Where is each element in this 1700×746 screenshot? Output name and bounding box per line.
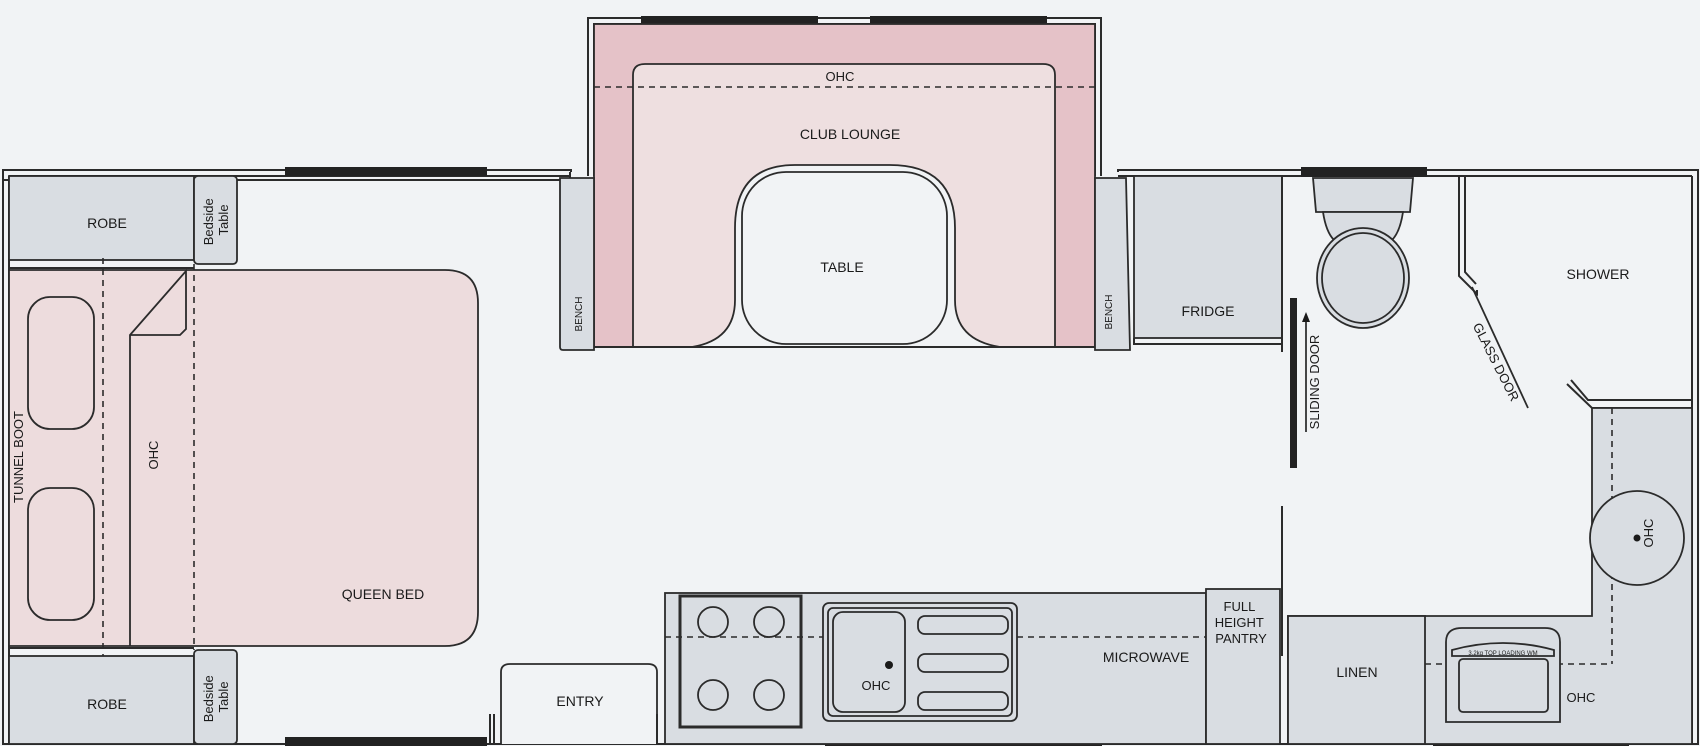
washing-machine-label: 3.2kg TOP LOADING WM <box>1468 651 1537 657</box>
bathroom <box>1287 176 1693 745</box>
pantry-line2: HEIGHT <box>1215 615 1264 630</box>
robe-top-label: ROBE <box>87 215 127 231</box>
bench-right <box>1094 177 1131 351</box>
drainer-rib <box>917 615 1009 635</box>
bedside-bottom-line1: Bedside <box>201 675 216 722</box>
bedside-table-bottom <box>193 649 238 745</box>
labels: ROBE ROBE Bedside Table Bedside Table TU… <box>11 69 1656 722</box>
pillow <box>27 487 95 621</box>
window <box>1301 167 1427 177</box>
table-label: TABLE <box>820 259 863 275</box>
dining-table <box>741 171 948 345</box>
bedside-table-top <box>193 175 238 265</box>
entry-label: ENTRY <box>556 693 604 709</box>
linen-label: LINEN <box>1336 664 1377 680</box>
fridge-area <box>1133 175 1310 656</box>
ohc-laundry-label: OHC <box>1567 690 1596 705</box>
ohc-lounge-label: OHC <box>826 69 855 84</box>
queen-bed <box>8 269 479 647</box>
cooktop <box>678 594 803 729</box>
shower-label: SHOWER <box>1567 266 1630 282</box>
ohc-bed-label: OHC <box>146 441 161 470</box>
ohc-bathroom-label: OHC <box>1641 519 1656 548</box>
pillow <box>27 296 95 430</box>
window <box>641 16 818 26</box>
microwave-label: MICROWAVE <box>1103 649 1189 665</box>
bedside-top-line2: Table <box>216 204 231 235</box>
bedside-bottom-label: Bedside Table <box>201 672 231 723</box>
pantry-label: FULL HEIGHT PANTRY <box>1215 599 1268 646</box>
robe-bottom <box>8 655 195 745</box>
window <box>285 737 487 746</box>
window <box>870 16 1047 26</box>
burner-icon <box>753 679 785 711</box>
bench-left-label: BENCH <box>574 296 585 331</box>
drain-icon <box>1633 534 1641 542</box>
queen-bed-label: QUEEN BED <box>342 586 424 602</box>
robe-top <box>8 175 195 261</box>
burner-icon <box>697 606 729 638</box>
burner-icon <box>753 606 785 638</box>
bedside-top-line1: Bedside <box>201 198 216 245</box>
bench-left <box>559 177 595 351</box>
kitchen <box>489 588 1281 745</box>
fridge <box>1133 175 1283 339</box>
robe-bottom-label: ROBE <box>87 696 127 712</box>
pantry-line3: PANTRY <box>1215 631 1267 646</box>
bench-right-label: BENCH <box>1104 294 1115 329</box>
sink-bowl <box>832 611 906 713</box>
window <box>285 167 487 176</box>
full-height-pantry <box>1205 588 1281 745</box>
bedside-bottom-line2: Table <box>216 681 231 712</box>
linen-cupboard <box>1287 615 1426 745</box>
sliding-door-label: SLIDING DOOR <box>1307 335 1322 430</box>
entry-step <box>500 663 658 744</box>
sliding-door-panel <box>1290 298 1297 468</box>
tunnel-boot-label: TUNNEL BOOT <box>11 411 26 503</box>
club-lounge <box>559 23 1131 351</box>
club-lounge-label: CLUB LOUNGE <box>800 126 900 142</box>
drainer-rib <box>917 653 1009 673</box>
drainer-rib <box>917 691 1009 711</box>
ohc-kitchen-label: OHC <box>862 678 891 693</box>
pantry-line1: FULL <box>1224 599 1256 614</box>
toilet-cistern <box>1312 177 1414 213</box>
bedside-top-label: Bedside Table <box>201 195 231 246</box>
fridge-label: FRIDGE <box>1182 303 1235 319</box>
sink-drain-icon <box>885 661 893 669</box>
burner-icon <box>697 679 729 711</box>
bedroom <box>8 175 479 745</box>
